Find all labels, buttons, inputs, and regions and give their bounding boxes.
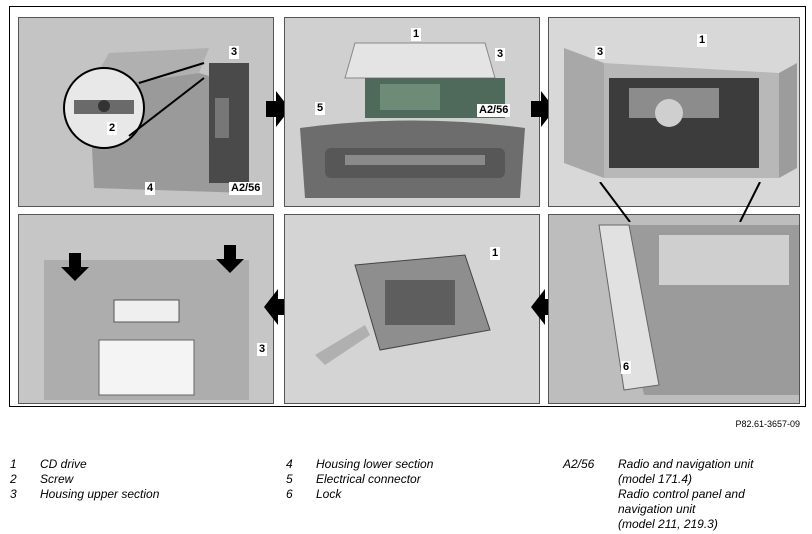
photo-panel-5: 1 <box>284 214 540 404</box>
callout-3: 3 <box>229 46 240 59</box>
callout-1: 1 <box>411 28 422 41</box>
arrow-left-icon <box>264 289 288 325</box>
cd-drive-housing-illustration <box>549 18 799 206</box>
photo-panel-3: 3 1 <box>548 17 800 207</box>
photo-panel-4: 3 <box>18 214 274 404</box>
zoom-guide-lines <box>599 182 761 222</box>
photo-panel-6: 6 <box>548 214 800 404</box>
arrow-right-icon <box>266 91 290 127</box>
arrow-right-icon <box>531 91 555 127</box>
callout-2: 2 <box>107 122 118 135</box>
callout-4: 4 <box>145 182 156 195</box>
callout-1: 1 <box>490 247 501 260</box>
cd-drive-illustration <box>285 215 539 403</box>
callout-3: 3 <box>495 48 506 61</box>
figure-frame: 3 2 4 A2/56 1 3 5 A2/56 <box>9 6 806 407</box>
callout-5: 5 <box>315 102 326 115</box>
callout-6: 6 <box>621 361 632 374</box>
photo-panel-2: 1 3 5 A2/56 <box>284 17 540 207</box>
housing-bottom-illustration <box>19 215 273 403</box>
callout-a2-56: A2/56 <box>477 104 511 117</box>
callout-3: 3 <box>595 46 606 59</box>
legend-item-a2-56: A2/56 Radio and navigation unit (model 1… <box>563 457 754 531</box>
callout-3: 3 <box>257 343 268 356</box>
arrow-left-icon <box>531 289 555 325</box>
lock-detail-illustration <box>549 215 799 403</box>
callout-1: 1 <box>697 34 708 47</box>
figure-id: P82.61-3657-09 <box>735 419 800 429</box>
callout-a2-56: A2/56 <box>229 182 263 195</box>
photo-panel-1: 3 2 4 A2/56 <box>18 17 274 207</box>
